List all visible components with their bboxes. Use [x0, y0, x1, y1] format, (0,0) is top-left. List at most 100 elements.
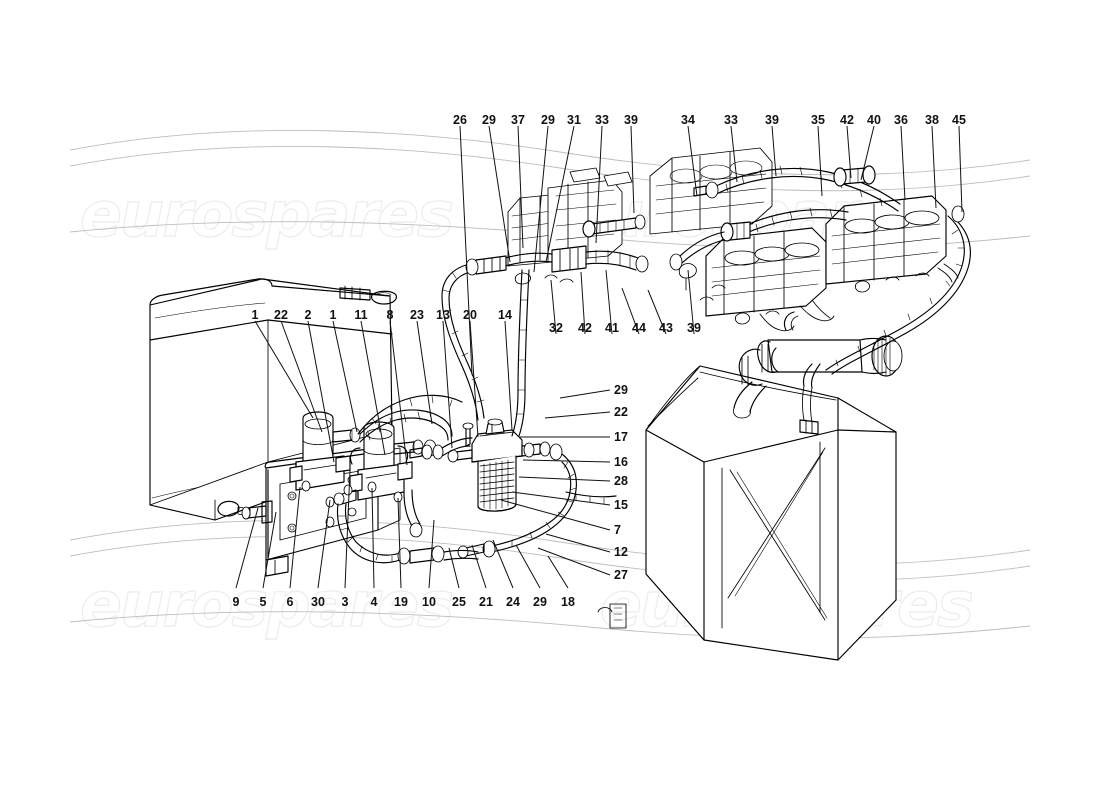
callout-mid-row-1: 42 — [578, 321, 592, 335]
callout-bottom-row-9: 21 — [479, 595, 493, 609]
leader-line — [518, 476, 611, 482]
leader-line — [958, 125, 963, 213]
callout-bottom-row-12: 18 — [561, 595, 575, 609]
callout-top-row-5: 33 — [595, 113, 609, 127]
callout-mid-row-2: 41 — [605, 321, 619, 335]
callout-left-upper-row-1: 22 — [274, 308, 288, 322]
fuel-filter — [447, 418, 563, 512]
leader-line — [522, 459, 611, 463]
callout-left-upper-row-2: 2 — [304, 308, 312, 322]
leader-line — [515, 544, 541, 589]
callout-right-col-5: 15 — [614, 498, 628, 512]
leader-line — [344, 469, 351, 589]
leader-line — [459, 125, 473, 376]
callout-left-upper-row-9: 14 — [498, 308, 512, 322]
fuel-hose-assembly — [301, 263, 617, 565]
leader-line — [605, 269, 613, 335]
leader-line — [500, 499, 611, 531]
carburettor-bank-right — [649, 147, 971, 375]
callout-right-col-6: 7 — [614, 523, 621, 537]
callout-left-upper-row-7: 13 — [436, 308, 450, 322]
callout-right-col-3: 16 — [614, 455, 628, 469]
callout-top-row-4: 31 — [567, 113, 581, 127]
leader-line — [511, 491, 611, 506]
leader-line — [488, 125, 511, 263]
callout-bottom-row-8: 25 — [452, 595, 466, 609]
callout-bottom-row-0: 9 — [232, 595, 240, 609]
leader-line — [771, 125, 777, 177]
leader-line — [545, 533, 611, 553]
leader-line — [492, 539, 514, 589]
leader-line — [931, 125, 937, 209]
callout-top-row-12: 40 — [867, 113, 881, 127]
leader-line — [289, 486, 301, 589]
callout-left-upper-row-3: 1 — [329, 308, 337, 322]
callout-left-upper-row-8: 20 — [463, 308, 477, 322]
callout-left-upper-row-6: 23 — [410, 308, 424, 322]
leader-line — [360, 320, 386, 456]
leader-line — [595, 125, 603, 244]
callout-top-row-0: 26 — [453, 113, 467, 127]
leader-line — [687, 125, 698, 197]
callout-bottom-row-4: 3 — [341, 595, 349, 609]
callout-mid-row-4: 43 — [659, 321, 673, 335]
leader-line — [730, 125, 738, 183]
callout-right-col-8: 27 — [614, 568, 628, 582]
callout-right-col-2: 17 — [614, 430, 628, 444]
leader-line — [533, 125, 549, 273]
callout-bottom-row-2: 6 — [286, 595, 294, 609]
leader-line — [559, 389, 611, 399]
leader-line — [428, 519, 435, 589]
leader-line — [307, 320, 335, 463]
leader-line — [504, 320, 513, 431]
right-fuel-tank — [597, 311, 903, 661]
leader-line — [687, 269, 695, 335]
callout-top-row-15: 45 — [952, 113, 966, 127]
callout-top-row-13: 36 — [894, 113, 908, 127]
callout-mid-row-0: 32 — [549, 321, 563, 335]
callout-bottom-row-3: 30 — [311, 595, 325, 609]
leader-line — [517, 125, 524, 249]
leader-line — [442, 320, 453, 449]
leader-line — [537, 547, 611, 576]
leader-line — [262, 511, 277, 589]
callout-right-col-4: 28 — [614, 474, 628, 488]
callout-bottom-row-10: 24 — [506, 595, 520, 609]
leader-line — [860, 125, 875, 181]
callout-left-upper-row-5: 8 — [386, 308, 394, 322]
leader-line — [389, 320, 408, 466]
callout-right-col-1: 22 — [614, 405, 628, 419]
callout-right-col-7: 12 — [614, 545, 628, 559]
callout-top-row-14: 38 — [925, 113, 939, 127]
leader-line — [846, 125, 852, 179]
callout-top-row-7: 34 — [681, 113, 695, 127]
callout-top-row-2: 37 — [511, 113, 525, 127]
leader-line — [547, 555, 569, 589]
leader-line — [254, 320, 314, 419]
callout-mid-row-5: 39 — [687, 321, 701, 335]
leader-line — [235, 507, 259, 589]
callout-top-row-3: 29 — [541, 113, 555, 127]
callout-bottom-row-11: 29 — [533, 595, 547, 609]
leader-line — [371, 487, 375, 589]
leader-line — [332, 320, 358, 433]
callout-top-row-6: 39 — [624, 113, 638, 127]
callout-top-row-9: 39 — [765, 113, 779, 127]
callout-mid-row-3: 44 — [632, 321, 646, 335]
leader-line — [471, 544, 487, 589]
callout-bottom-row-1: 5 — [259, 595, 267, 609]
callout-top-row-8: 33 — [724, 113, 738, 127]
callout-bottom-row-5: 4 — [370, 595, 378, 609]
leader-line — [416, 320, 433, 425]
leader-line — [469, 320, 479, 438]
leader-line — [621, 287, 640, 335]
leader-line — [630, 125, 635, 214]
leader-line — [280, 320, 323, 433]
callout-leader-lines — [235, 125, 963, 589]
callout-left-upper-row-4: 11 — [354, 308, 368, 322]
leader-line — [900, 125, 906, 201]
leader-line — [448, 547, 460, 589]
leader-line — [397, 497, 402, 589]
